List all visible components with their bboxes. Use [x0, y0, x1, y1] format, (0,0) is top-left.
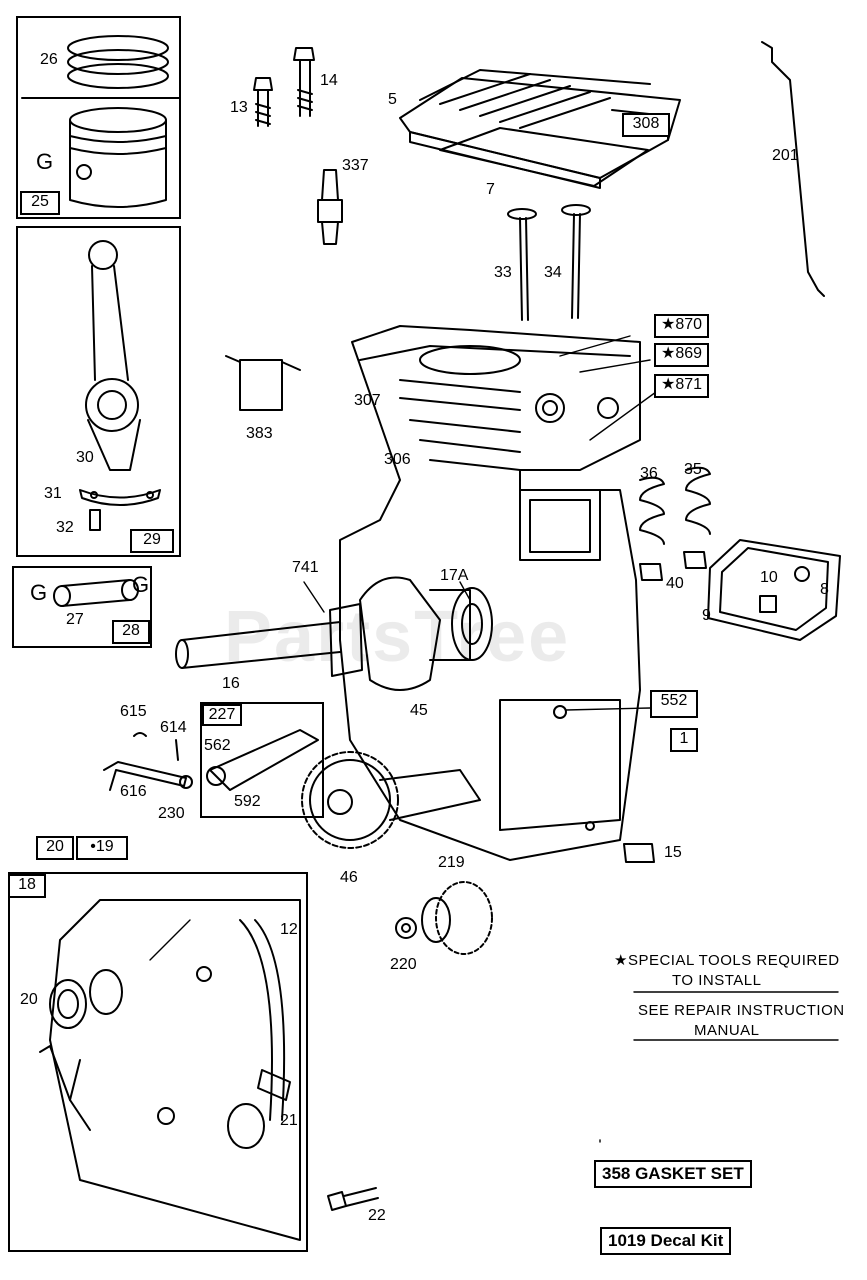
piston-group-box — [16, 16, 181, 219]
oil-seal-drawing — [49, 969, 123, 1029]
part-box-25: 25 — [20, 191, 60, 215]
label-45: 45 — [410, 702, 428, 719]
piston-pin-drawing — [53, 579, 139, 607]
label-230: 230 — [158, 805, 185, 822]
cover-screw-drawing — [327, 1187, 379, 1211]
watermark: PartsTree — [224, 597, 571, 677]
label-307: 307 — [354, 392, 381, 409]
part-box-552: 552 — [650, 690, 698, 718]
valve-springs-drawing — [639, 466, 711, 581]
repair-note-line2: MANUAL — [694, 1022, 760, 1039]
label-337: 337 — [342, 157, 369, 174]
connecting-rod-drawing — [79, 240, 161, 531]
label-26: 26 — [40, 51, 58, 68]
label-7: 7 — [486, 181, 495, 198]
drain-plug-drawing — [623, 843, 655, 863]
label-9: 9 — [702, 607, 711, 624]
label-14: 14 — [320, 72, 338, 89]
special-tools-note-line1: ★SPECIAL TOOLS REQUIRED — [614, 952, 840, 969]
label-8: 8 — [820, 581, 829, 598]
governor-lever-group-box — [200, 702, 324, 818]
repair-note-line1: SEE REPAIR INSTRUCTION — [638, 1002, 845, 1019]
governor-crank-drawing — [103, 732, 193, 791]
label-12: 12 — [280, 921, 298, 938]
label-5: 5 — [388, 91, 397, 108]
label-15: 15 — [664, 844, 682, 861]
decal-kit-box: 1019 Decal Kit — [600, 1227, 732, 1255]
part-box-29: 29 — [130, 529, 174, 553]
part-box-308: 308 — [622, 113, 670, 137]
cylinder-head-drawing — [399, 69, 681, 189]
head-gasket-drawing — [439, 127, 649, 187]
label-13: 13 — [230, 99, 248, 116]
gasket-set-box: 358 GASKET SET — [594, 1160, 752, 1188]
label-10: 10 — [760, 569, 778, 586]
label-22: 22 — [368, 1207, 386, 1224]
cylinder-block-drawing — [339, 325, 641, 861]
label-27: 27 — [66, 611, 84, 628]
part-box-869: ★869 — [654, 343, 709, 367]
crankcase-cover-drawing — [39, 899, 301, 1241]
label-614: 614 — [160, 719, 187, 736]
piston-rings-drawing — [21, 35, 181, 99]
label-220: 220 — [390, 956, 417, 973]
part-box-870: ★870 — [654, 314, 709, 338]
label-31: 31 — [44, 485, 62, 502]
valves-drawing — [507, 204, 591, 321]
governor-lever-drawing — [206, 729, 319, 791]
label-g-pin-left: G — [30, 580, 48, 605]
label-40: 40 — [666, 575, 684, 592]
head-bolts-drawing — [253, 47, 315, 127]
label-219: 219 — [438, 854, 465, 871]
valve-tool-drawing — [225, 355, 301, 411]
label-46: 46 — [340, 869, 358, 886]
label-592: 592 — [234, 793, 261, 810]
label-32: 32 — [56, 519, 74, 536]
label-17a: 17A — [440, 567, 469, 584]
label-g-piston: G — [36, 149, 54, 174]
label-20: 20 — [20, 991, 38, 1008]
label-306: 306 — [384, 451, 411, 468]
part-box-1: 1 — [670, 728, 698, 752]
part-box-227: 227 — [202, 704, 242, 726]
part-box-18: 18 — [8, 874, 46, 898]
label-g-pin-right: G — [132, 572, 150, 597]
label-34: 34 — [544, 264, 562, 281]
label-30: 30 — [76, 449, 94, 466]
part-box-19: •19 — [76, 836, 128, 860]
label-36: 36 — [640, 465, 658, 482]
label-383: 383 — [246, 425, 273, 442]
label-21: 21 — [280, 1112, 298, 1129]
label-615: 615 — [120, 703, 147, 720]
note-rules — [633, 991, 839, 1041]
leader-lines — [149, 335, 657, 1143]
crankcase-cover-group-box — [8, 872, 308, 1252]
breather-assembly-drawing — [707, 539, 841, 641]
label-16: 16 — [222, 675, 240, 692]
label-562: 562 — [204, 737, 231, 754]
label-33: 33 — [494, 264, 512, 281]
governor-link-drawing — [761, 41, 825, 297]
special-tools-note-line2: TO INSTALL — [672, 972, 762, 989]
piston-pin-group-box — [12, 566, 152, 648]
cam-gear-drawing — [301, 751, 481, 849]
crankshaft-drawing — [175, 576, 493, 691]
piston-drawing — [69, 107, 167, 208]
governor-gear-drawing — [395, 881, 493, 955]
part-box-871: ★871 — [654, 374, 709, 398]
label-616: 616 — [120, 783, 147, 800]
spark-plug-drawing — [317, 169, 343, 245]
connecting-rod-group-box — [16, 226, 181, 557]
label-35: 35 — [684, 461, 702, 478]
part-box-28: 28 — [112, 620, 150, 644]
label-741: 741 — [292, 559, 319, 576]
label-201: 201 — [772, 147, 799, 164]
part-box-20: 20 — [36, 836, 74, 860]
